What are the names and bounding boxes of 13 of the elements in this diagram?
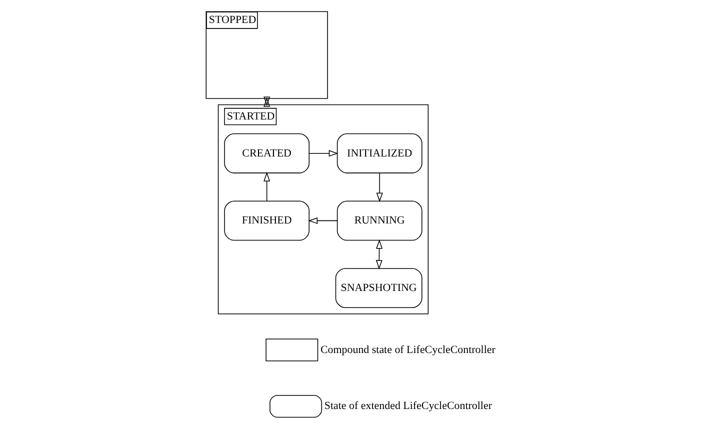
node-box: CREATED — [224, 133, 310, 174]
node-box: INITIALIZED — [336, 133, 422, 174]
arrow — [264, 172, 270, 202]
node-box: FINISHED — [224, 200, 310, 241]
arrow — [264, 96, 270, 107]
legend-label: State of extended LifeCycleController — [324, 400, 492, 412]
arrow — [308, 150, 338, 157]
arrow — [308, 217, 338, 224]
arrow — [376, 172, 383, 202]
legend-label: Compound state of LifeCycleController — [320, 344, 496, 356]
arrow — [376, 239, 383, 270]
node-box: SNAPSHOTING — [335, 268, 422, 308]
node-box: RUNNING — [336, 200, 422, 241]
